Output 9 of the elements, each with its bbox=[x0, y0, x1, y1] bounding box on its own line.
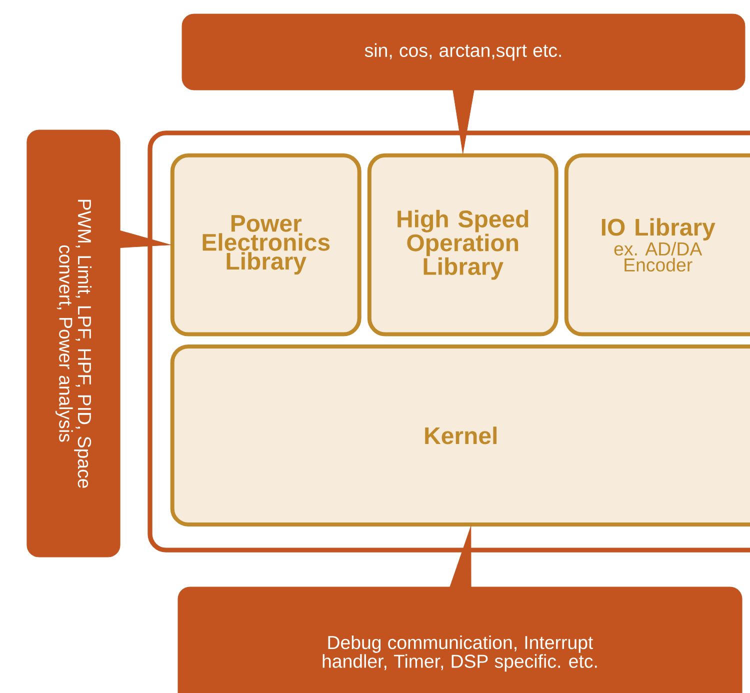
callout-box: Debug communication, Interrupt handler, Timer, DSP specific. etc. bbox=[178, 586, 742, 693]
library-box: Kernel bbox=[170, 344, 750, 526]
callout-pointer bbox=[448, 524, 472, 590]
library-box: Power Electronics Library bbox=[170, 153, 362, 336]
library-box: High Speed Operation Library bbox=[367, 153, 558, 336]
callout-pointer bbox=[452, 87, 475, 155]
library-box: IO Library ex. AD/DA Encoder bbox=[564, 153, 750, 336]
callout-box: sin, cos, arctan,sqrt etc. bbox=[182, 14, 746, 90]
callout-box: PWM, Limit, LPF, HPF, PID, Space convert, Power analysis bbox=[26, 130, 120, 558]
